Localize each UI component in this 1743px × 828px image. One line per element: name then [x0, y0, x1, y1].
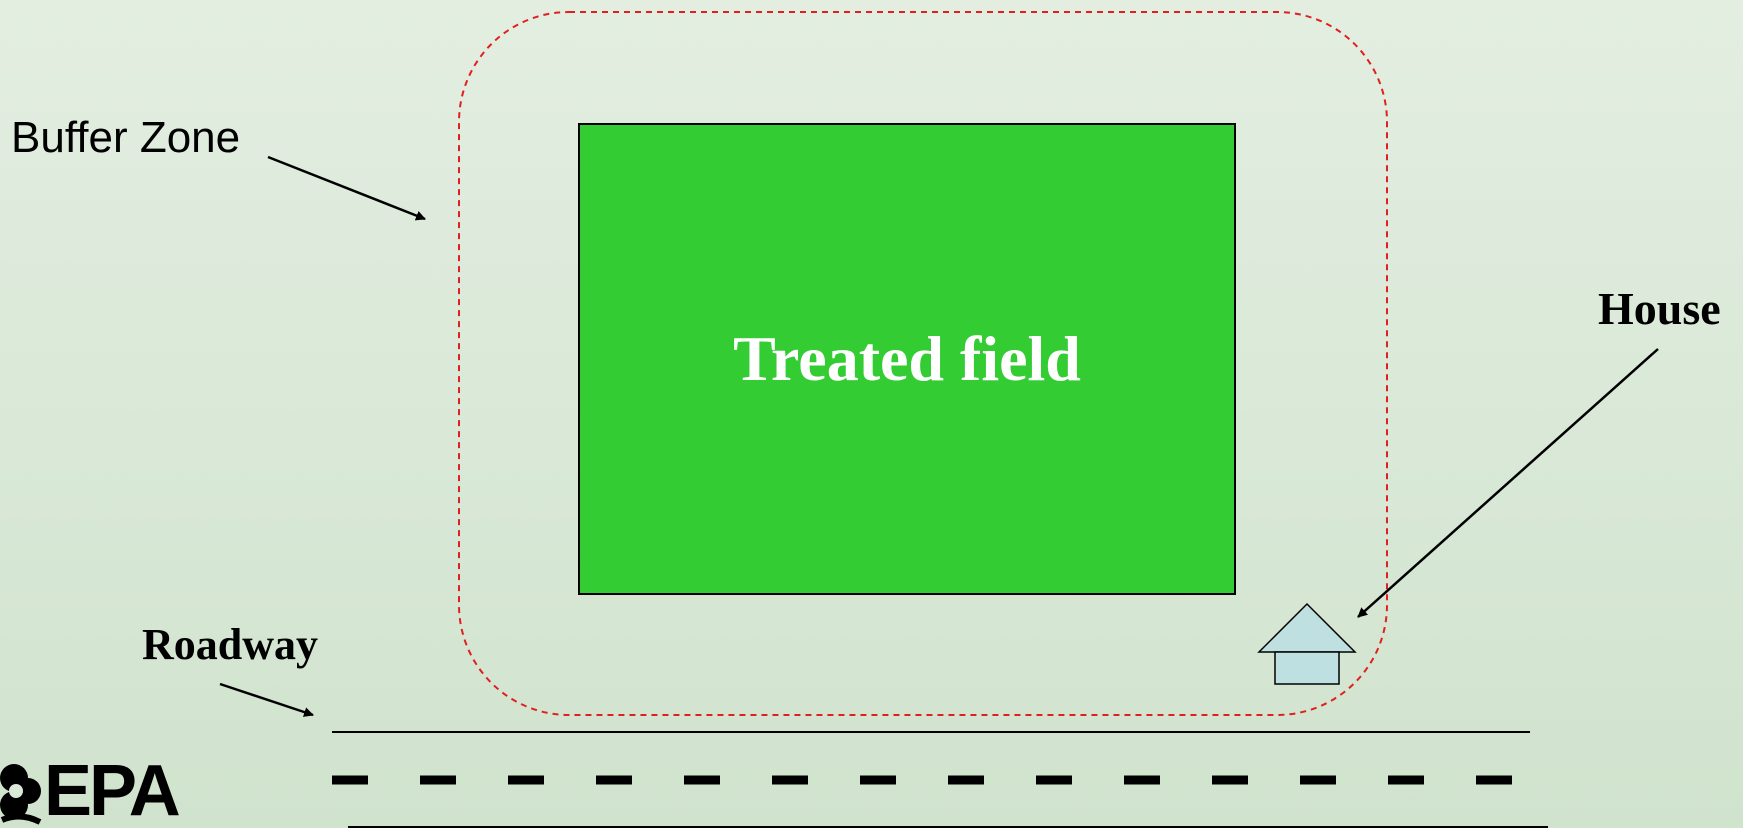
roadway-label: Roadway: [142, 620, 319, 669]
roadway: [332, 731, 1548, 828]
buffer-zone-arrow: [267, 155, 426, 221]
roadway-arrow: [219, 682, 314, 717]
epa-flower-icon: [0, 764, 42, 825]
house-arrow: [1357, 348, 1659, 618]
house-label: House: [1598, 283, 1721, 334]
epa-logo-text: EPA: [44, 751, 181, 828]
house-icon: [1257, 602, 1357, 685]
buffer-zone-label: Buffer Zone: [11, 113, 241, 162]
treated-field: [578, 123, 1236, 595]
buffer-zone-outline: [458, 11, 1388, 716]
